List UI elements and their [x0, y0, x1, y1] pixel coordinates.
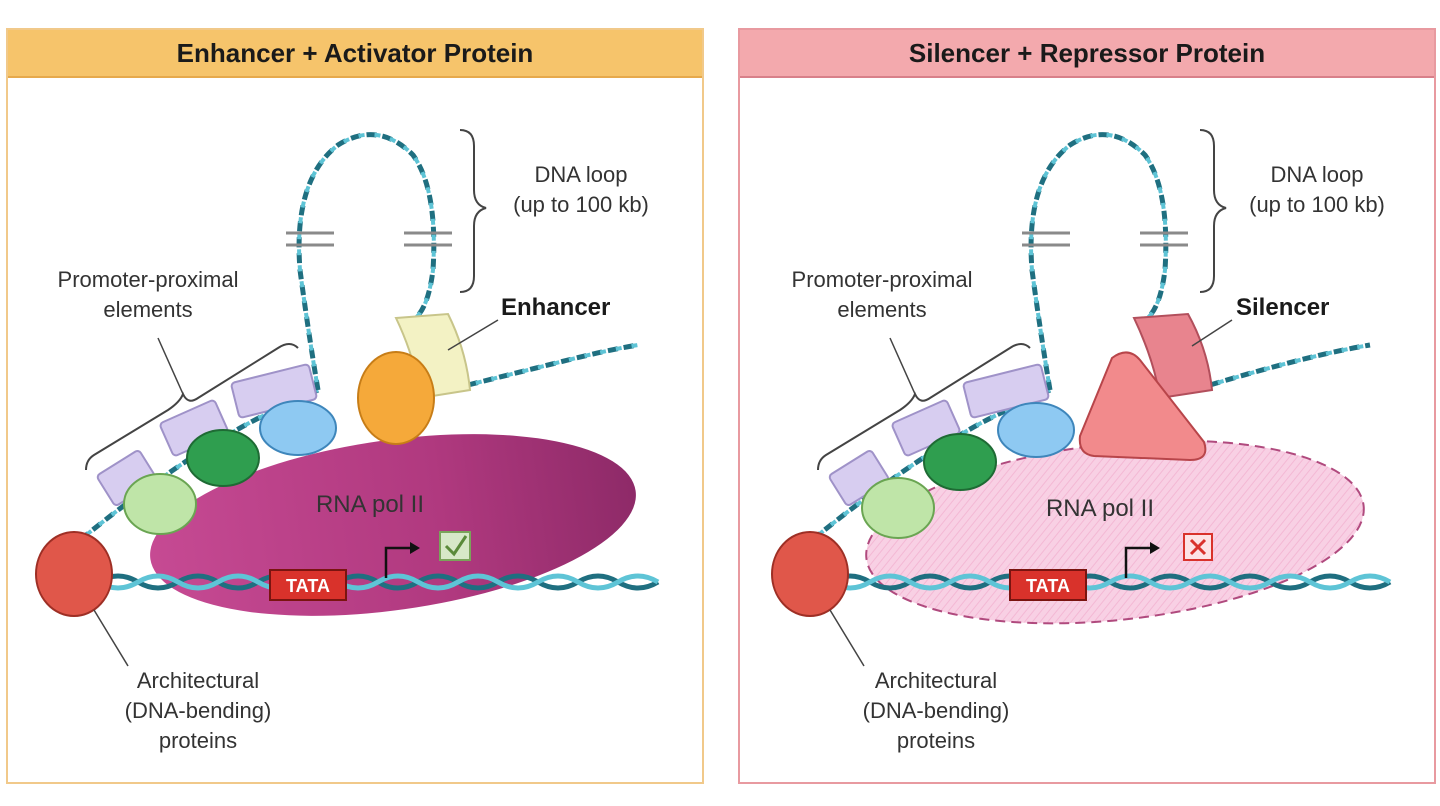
dna-horizontal	[96, 573, 660, 591]
dna-horizontal	[828, 573, 1392, 591]
arch-label-2: (DNA-bending)	[125, 698, 272, 723]
silencer-block	[1132, 312, 1214, 400]
loop-break-marks	[1022, 231, 1188, 247]
ppe-pointer	[889, 337, 916, 395]
transcription-start-arrow	[384, 546, 412, 578]
arch-label-3: proteins	[897, 728, 975, 753]
arrowhead-icon	[410, 542, 420, 554]
tata-label: TATA	[1026, 576, 1070, 596]
rna-pol-label: RNA pol II	[316, 491, 424, 518]
tata-box	[269, 569, 347, 601]
enhancer-block	[394, 312, 472, 400]
arch-label: Architectural	[875, 668, 997, 693]
green-factor-dark	[923, 433, 997, 491]
ppe-label: Promoter-proximal	[792, 267, 973, 292]
loop-label: DNA loop	[535, 162, 628, 187]
loop-brace	[1199, 129, 1227, 293]
loop-label: DNA loop	[1271, 162, 1364, 187]
check-icon	[439, 531, 471, 561]
ppe-label-2: elements	[103, 297, 192, 322]
panel-title: Enhancer + Activator Protein	[8, 30, 702, 78]
arch-label-2: (DNA-bending)	[863, 698, 1010, 723]
diagram-silencer: RNA pol II DNA loop (up to 100 kb	[771, 129, 1392, 753]
loop-brace	[459, 129, 487, 293]
activator-protein	[357, 351, 435, 445]
architectural-protein	[771, 531, 849, 617]
blue-factor	[259, 400, 337, 456]
dna-loop	[1028, 132, 1371, 391]
green-factor-light	[861, 477, 935, 539]
silencer-label: Silencer	[1236, 294, 1329, 321]
loop-size-label: (up to 100 kb)	[513, 192, 649, 217]
arch-label: Architectural	[137, 668, 259, 693]
loop-break-marks	[286, 231, 452, 247]
blue-factor	[997, 402, 1075, 458]
arch-pointer	[829, 609, 865, 667]
arch-pointer	[93, 609, 129, 667]
panel-silencer: Silencer + Repressor Protein RNA pol II	[738, 28, 1436, 784]
rna-pol-label: RNA pol II	[1046, 495, 1154, 522]
diagram-enhancer: RNA pol II DNA loop (up to 100 kb	[35, 129, 660, 753]
architectural-protein	[35, 531, 113, 617]
enhancer-label: Enhancer	[501, 294, 610, 321]
enhancer-pointer	[447, 319, 499, 351]
arrowhead-icon	[1150, 542, 1160, 554]
ppe-pointer	[157, 337, 184, 395]
transcription-start-arrow	[1124, 546, 1152, 578]
silencer-pointer	[1191, 319, 1233, 347]
panel-title: Silencer + Repressor Protein	[740, 30, 1434, 78]
ppe-label-2: elements	[837, 297, 926, 322]
green-factor-light	[123, 473, 197, 535]
green-factor-dark	[186, 429, 260, 487]
dna-loop	[296, 132, 639, 391]
tata-box	[1009, 569, 1087, 601]
repressor-protein	[1078, 351, 1207, 462]
cross-icon	[1183, 533, 1213, 561]
arch-label-3: proteins	[159, 728, 237, 753]
panel-enhancer: Enhancer + Activator Protein RNA pol II	[6, 28, 704, 784]
loop-size-label: (up to 100 kb)	[1249, 192, 1385, 217]
tata-label: TATA	[286, 576, 330, 596]
ppe-label: Promoter-proximal	[58, 267, 239, 292]
dna-diagonal	[798, 387, 1052, 552]
